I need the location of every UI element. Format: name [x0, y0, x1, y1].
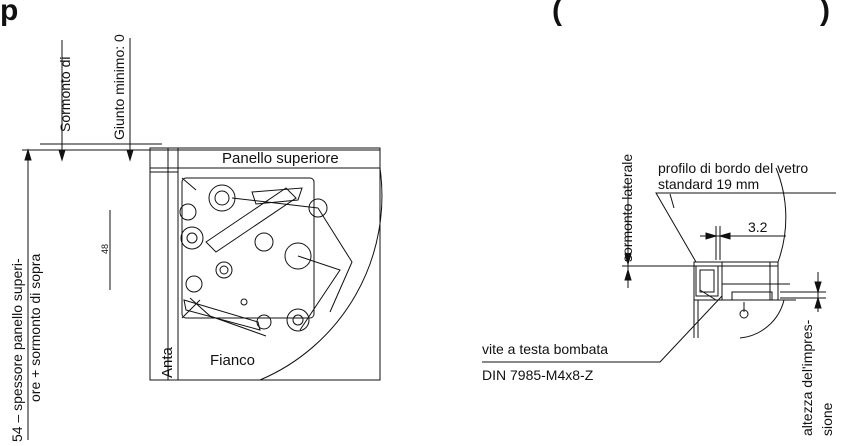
label-door: Anta — [159, 346, 176, 378]
left-view: Sormonto di Giunto minimo: 0 54 – spesso… — [9, 34, 383, 442]
screw-label-line2: DIN 7985-M4x8-Z — [482, 367, 594, 383]
door-corner-block — [149, 147, 179, 173]
hinge-mechanism — [179, 177, 353, 337]
arrow-impression-bottom — [814, 296, 822, 309]
dim-overlap-top-label: Sormonto di — [57, 57, 73, 132]
impression-label-line2: sione — [819, 402, 835, 436]
arrow-impression-top — [814, 281, 822, 294]
arrow-overlap — [58, 149, 66, 162]
dim-side-overlap-label: sormonto laterale — [619, 154, 635, 262]
header-fragment-left: p — [0, 0, 18, 27]
edge-profile-label-line2: standard 19 mm — [658, 176, 759, 192]
label-side: Fianco — [210, 352, 255, 369]
dim-left-label-line2: ore + sormonto di sopra — [27, 254, 43, 402]
arrow-side-overlap-bottom — [624, 268, 632, 281]
arrow-3-2-left — [705, 232, 718, 240]
dim-min-gap-label: Giunto minimo: 0 — [111, 34, 127, 140]
screw-leader — [482, 295, 723, 363]
arrow-3-2-right — [718, 232, 731, 240]
dim-left-label-line1: 54 – spessore panello superi- — [9, 258, 25, 442]
dim-3-2-label: 3.2 — [748, 219, 768, 235]
arrow-gap — [126, 149, 134, 162]
screw-label-line1: vite a testa bombata — [482, 341, 608, 357]
edge-profile-tick — [669, 193, 675, 209]
right-view: sormonto laterale profilo di bordo del v… — [482, 154, 836, 436]
door-swing-arc — [259, 167, 383, 381]
edge-profile-leader — [655, 192, 836, 263]
arrow-side-overlap-top — [624, 253, 632, 266]
cabinet-outline — [149, 147, 381, 381]
dim-48-label: 48 — [100, 244, 110, 254]
label-top-panel: Panello superiore — [222, 150, 339, 167]
header-fragment-paren-open: ( — [552, 0, 562, 27]
edge-profile-label-line1: profilo di bordo del vetro — [658, 160, 808, 176]
impression-label-line1: altezza del'impres- — [799, 319, 815, 436]
arrow-54 — [24, 148, 32, 161]
profile-cross-section — [693, 167, 796, 339]
header-fragment-paren-close: ) — [820, 0, 830, 27]
